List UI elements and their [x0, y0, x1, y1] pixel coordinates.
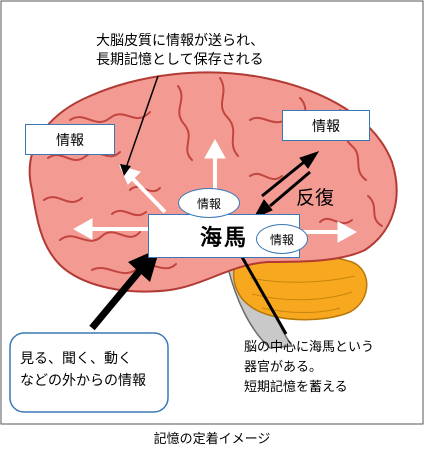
- hippo-note: 脳の中心に海馬という 器官がある。 短期記憶を蓄える: [244, 338, 374, 398]
- brain-gyri: [43, 77, 383, 275]
- input-arrow-shaft: [89, 265, 145, 331]
- info-box-left: 情報: [25, 124, 115, 155]
- repeat-arrow-up-head: [299, 151, 320, 169]
- input-note: 見る、聞く、動く などの外からの情報: [20, 348, 146, 392]
- repeat-arrows: [252, 151, 320, 220]
- hippo-note-line1: 脳の中心に海馬という: [244, 340, 375, 355]
- input-note-box: [9, 332, 169, 413]
- arrow-left-head: [72, 218, 93, 240]
- output-arrows: [72, 138, 358, 243]
- caption: 記憶の定着イメージ: [153, 432, 271, 447]
- hippo-note-line2: 器官がある。: [244, 360, 323, 375]
- arrow-up-head: [204, 138, 226, 159]
- diagram-border: [0, 0, 424, 425]
- top-note-pointer: [125, 75, 159, 169]
- top-note-line1: 大脳皮質に情報が送られ、: [96, 33, 265, 49]
- input-note-line1: 見る、聞く、動く: [20, 351, 132, 367]
- info-oval-top: 情報: [178, 188, 240, 218]
- hippo-note-pointer: [236, 249, 288, 335]
- repeat-label: 反復: [296, 187, 335, 209]
- top-note: 大脳皮質に情報が送られ、 長期記憶として保存される: [96, 32, 264, 70]
- top-note-line2: 長期記憶として保存される: [96, 52, 264, 68]
- cerebellum-lines: [249, 275, 356, 313]
- arrow-upper-left: [130, 176, 167, 214]
- hippo-note-line3: 短期記憶を蓄える: [244, 380, 348, 395]
- arrow-right-head: [337, 221, 358, 243]
- input-note-line2: などの外からの情報: [20, 373, 146, 389]
- info-box-right: 情報: [282, 110, 370, 141]
- info-oval-right: 情報: [256, 224, 308, 254]
